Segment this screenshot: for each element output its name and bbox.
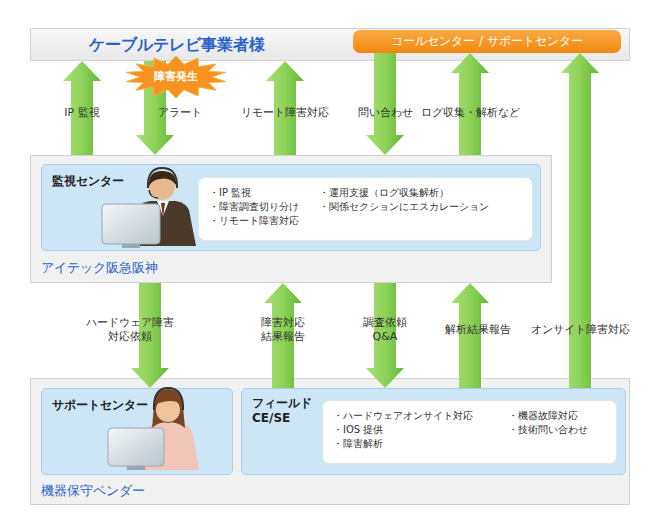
field-engineer-box: フィールド CE/SE ・ハードウェアオンサイト対応・IOS 提供・障害解析 ・機器… bbox=[241, 388, 626, 475]
node-heading: コールセンター / サポートセンター bbox=[353, 30, 621, 53]
flow-arrow bbox=[63, 61, 101, 155]
list-item: ・障害調査切り分け bbox=[209, 200, 299, 213]
flow-arrow bbox=[451, 53, 489, 155]
arrow-label: 調査依頼 Q&A bbox=[355, 316, 415, 344]
node-heading: アイテック阪急阪神 bbox=[41, 260, 158, 276]
monitoring-center-box: 監視センター・IP 監視・障害調査切り分け・リモート障害対応 ・運用支援（ログ収集… bbox=[41, 164, 541, 251]
node-heading: ・ハードウェアオンサイト対応 bbox=[333, 409, 473, 422]
incident-burst: 障害発生 bbox=[124, 55, 228, 99]
list-item: ・機器故障対応 bbox=[508, 409, 578, 422]
arrow-label: 解析結果報告 bbox=[445, 323, 511, 337]
flow-arrow bbox=[561, 53, 599, 388]
arrow-label: 障害対応 結果報告 bbox=[253, 316, 313, 344]
arrow-label: オンサイト障害対応 bbox=[531, 323, 630, 337]
node-heading: サポートセンター bbox=[52, 398, 148, 413]
node-heading: 障害発生 bbox=[124, 70, 228, 84]
callcenter-pill: コールセンター / サポートセンター bbox=[353, 30, 621, 53]
arrow-label: ログ収集・解析など bbox=[421, 106, 520, 120]
node-heading: ケーブルテレビ事業者様 bbox=[89, 36, 265, 54]
list-item: ・障害解析 bbox=[333, 437, 383, 450]
node-heading: 機器保守ベンダー bbox=[41, 483, 145, 499]
arrow-label: ハードウェア障害 対応依頼 bbox=[82, 316, 178, 344]
support-center-box: サポートセンター bbox=[41, 388, 233, 475]
list-item: ・技術問い合わせ bbox=[508, 423, 588, 436]
task-list-box: ・IP 監視・障害調査切り分け・リモート障害対応 ・運用支援（ログ収集解析）・関係… bbox=[198, 177, 533, 241]
node-heading: フィールド CE/SE bbox=[252, 396, 324, 426]
arrow-label: アラート bbox=[158, 106, 202, 120]
list-item: ・運用支援（ログ収集解析） bbox=[319, 186, 449, 199]
list-item: ・関係セクションにエスカレーション bbox=[319, 200, 489, 213]
node-heading: ・IP 監視 bbox=[209, 186, 251, 199]
arrow-label: リモート障害対応 bbox=[241, 106, 329, 120]
list-item: ・リモート障害対応 bbox=[209, 214, 299, 227]
flow-arrow bbox=[366, 53, 404, 155]
vendor-band: 機器保守ベンダーサポートセンターフィールド CE/SE・ハードウェアオンサイト対… bbox=[30, 378, 630, 505]
company-band: アイテック阪急阪神監視センター・IP 監視・障害調査切り分け・リモート障害対応・… bbox=[30, 155, 552, 283]
client-band: ケーブルテレビ事業者様 コールセンター / サポートセンター bbox=[30, 28, 630, 61]
list-item: ・IOS 提供 bbox=[333, 423, 383, 436]
arrow-label: IP 監視 bbox=[64, 106, 99, 120]
arrow-label: 問い合わせ bbox=[358, 106, 413, 120]
node-heading: 監視センター bbox=[52, 174, 124, 189]
task-list-box: ・ハードウェアオンサイト対応・IOS 提供・障害解析 ・機器故障対応・技術問い合わ… bbox=[322, 400, 617, 464]
